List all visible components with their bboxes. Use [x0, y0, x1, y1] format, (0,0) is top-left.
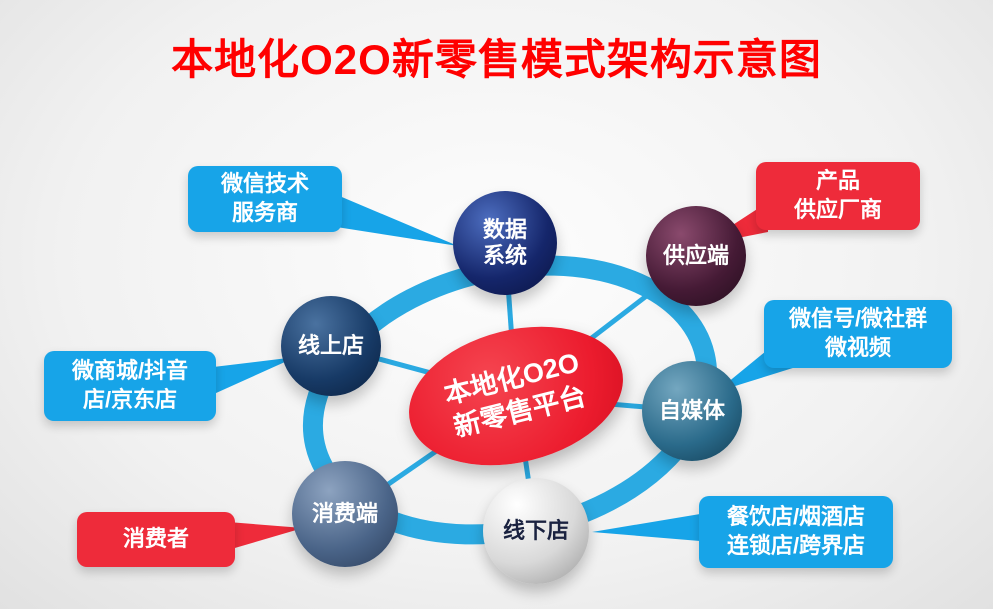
callout-wechat-media: 微信号/微社群 微视频	[764, 300, 952, 368]
node-data-system-label: 数据 系统	[482, 216, 527, 268]
callout-wechat-media-label: 微信号/微社群 微视频	[788, 306, 928, 360]
callout-wechat-tech-label: 微信技术 服务商	[220, 171, 309, 225]
tail-consumer	[228, 522, 303, 550]
node-offline-store: 线下店	[483, 478, 589, 584]
callout-consumer: 消费者	[77, 512, 235, 567]
tail-restaurant	[592, 512, 712, 542]
tail-wechat-tech	[330, 192, 458, 246]
center-platform-label: 本地化O2O 新零售平台	[441, 347, 589, 443]
node-supply-side: 供应端	[646, 206, 746, 306]
node-consumer-side-label: 消费端	[311, 500, 378, 526]
node-supply-side-label: 供应端	[662, 242, 729, 268]
node-self-media: 自媒体	[642, 361, 742, 461]
callout-product-supplier-label: 产品 供应厂商	[793, 168, 882, 222]
callout-restaurant: 餐饮店/烟酒店 连锁店/跨界店	[699, 496, 893, 568]
node-online-store-label: 线上店	[297, 332, 364, 358]
callout-micro-mall-label: 微商城/抖音 店/京东店	[71, 358, 189, 412]
callout-wechat-tech: 微信技术 服务商	[188, 166, 342, 232]
node-data-system: 数据 系统	[453, 191, 557, 295]
node-self-media-label: 自媒体	[658, 397, 725, 423]
callout-micro-mall: 微商城/抖音 店/京东店	[44, 351, 216, 421]
page-title: 本地化O2O新零售模式架构示意图	[171, 36, 822, 83]
tail-micro-mall	[205, 357, 296, 398]
callout-restaurant-label: 餐饮店/烟酒店 连锁店/跨界店	[726, 504, 866, 558]
callout-product-supplier: 产品 供应厂商	[756, 162, 920, 230]
node-offline-store-label: 线下店	[502, 517, 569, 543]
node-consumer-side: 消费端	[292, 461, 398, 567]
callout-consumer-label: 消费者	[122, 526, 189, 552]
node-online-store: 线上店	[281, 296, 381, 396]
